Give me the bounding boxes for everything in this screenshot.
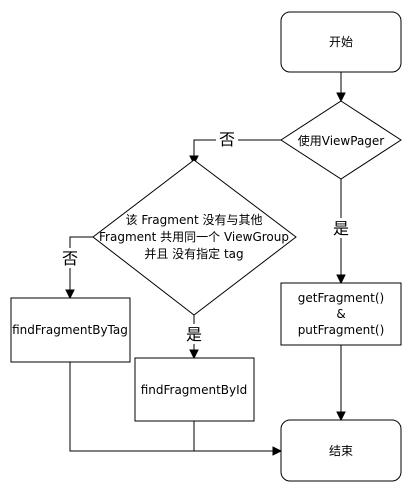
viewpager-no-label-bg <box>216 129 238 149</box>
use-viewpager-label: 使用ViewPager <box>298 133 385 148</box>
get-put-fragment-line-1: getFragment() <box>298 291 384 305</box>
end-node-label: 结束 <box>329 444 353 458</box>
fragment-condition-line-3: 并且 没有指定 tag <box>144 246 243 261</box>
use-viewpager-decision-shape <box>280 100 402 180</box>
start-node-shape <box>280 11 402 73</box>
get-put-fragment-line-3: putFragment() <box>298 323 385 337</box>
edge-find-by-tag-to-end <box>69 362 273 452</box>
arrowhead-start-to-viewpager <box>336 92 346 103</box>
node-end: 结束 <box>280 419 402 482</box>
condition-no-label: 否 <box>62 249 78 268</box>
arrowhead-condition-yes <box>189 349 199 360</box>
node-start: 开始 <box>280 11 402 73</box>
get-put-fragment-node-shape <box>280 282 402 346</box>
edge-labels: 否 是 否 是 <box>59 129 352 344</box>
condition-yes-label-bg <box>183 324 205 344</box>
edge-viewpager-no <box>193 139 281 156</box>
find-by-id-label: findFragmentById <box>141 383 248 397</box>
node-fragment-condition: 该 Fragment 没有与其他 Fragment 共用同一个 ViewGrou… <box>92 159 297 316</box>
condition-yes-label: 是 <box>186 325 202 344</box>
start-node-label: 开始 <box>329 35 353 49</box>
edge-condition-no <box>69 236 93 290</box>
condition-no-label-bg <box>59 248 81 268</box>
arrowhead-get-put-to-end <box>336 411 346 422</box>
arrowhead-find-by-tag-to-end <box>272 446 283 456</box>
arrowhead-viewpager-yes <box>336 274 346 285</box>
viewpager-yes-label: 是 <box>333 219 349 238</box>
node-use-viewpager: 使用ViewPager <box>280 100 402 180</box>
find-by-tag-label: findFragmentByTag <box>12 323 128 337</box>
arrowhead-condition-no <box>65 289 75 300</box>
node-find-by-tag: findFragmentByTag <box>10 297 131 363</box>
node-find-by-id: findFragmentById <box>134 357 255 422</box>
fragment-condition-decision-shape <box>92 159 297 316</box>
fragment-condition-line-1: 该 Fragment 没有与其他 <box>126 212 263 227</box>
find-by-id-node-shape <box>134 357 255 422</box>
fragment-condition-line-2: Fragment 共用同一个 ViewGroup <box>99 230 289 244</box>
node-get-put-fragment: getFragment() & putFragment() <box>280 282 402 346</box>
get-put-fragment-line-2: & <box>336 307 345 321</box>
end-node-shape <box>280 419 402 482</box>
find-by-tag-node-shape <box>10 297 131 363</box>
viewpager-yes-label-bg <box>330 218 352 238</box>
viewpager-no-label: 否 <box>219 130 235 149</box>
